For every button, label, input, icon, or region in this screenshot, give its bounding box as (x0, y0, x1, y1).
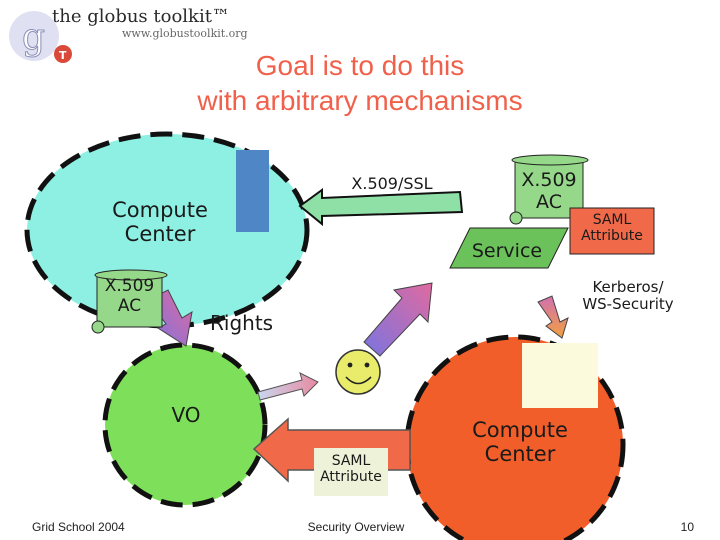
slide-title-line2: with arbitrary mechanisms (197, 85, 523, 116)
kerberos-label: Kerberos/ WS-Security (566, 278, 690, 314)
compute-center-top-line1: Compute (112, 198, 208, 222)
logo-name: the globus toolkit™ (52, 6, 230, 27)
vo-circle (102, 342, 268, 508)
vo-to-user-arrow (257, 372, 319, 401)
x509-ssl-arrow (298, 188, 464, 227)
footer-center: Security Overview (307, 520, 405, 534)
saml-attribute-bottom-box (314, 448, 388, 496)
service-shape (449, 227, 569, 269)
x509-ac-top-label: X.509 AC (515, 169, 583, 214)
kerberos-arrow (537, 295, 569, 339)
svg-text:T: T (59, 49, 67, 62)
saml-attribute-bottom-line1: SAML (331, 453, 371, 469)
saml-attribute-top-box (569, 207, 655, 255)
compute-center-top-line2: Center (124, 222, 196, 247)
x509-ssl-label: X.509/SSL (351, 174, 433, 193)
x509-ac-top-line1: X.509 (521, 169, 577, 191)
slide-title-line1: Goal is to do this (255, 50, 465, 81)
x509-ac-top-line2: AC (536, 190, 562, 213)
user-smiley-icon (335, 349, 381, 395)
yellow-card-icon (522, 343, 598, 408)
compute-center-bottom-line2: Center (484, 442, 556, 467)
compute-center-bottom-label: Compute Center (452, 418, 588, 466)
globus-logo-icon: g T (9, 11, 72, 63)
saml-attribute-top-line2: Attribute (581, 228, 643, 245)
saml-attribute-top-label: SAML Attribute (570, 212, 654, 244)
x509-ac-left-line1: X.509 (104, 276, 155, 296)
x509-ac-left-label: X.509 AC (97, 276, 162, 316)
footer-left: Grid School 2004 (32, 520, 125, 534)
blue-card-icon (236, 150, 269, 232)
rights-label: Rights (210, 311, 274, 335)
svg-text:g: g (22, 17, 45, 58)
saml-attribute-top-line1: SAML (592, 212, 632, 228)
saml-attribute-bottom-line2: Attribute (320, 469, 382, 486)
logo-url: www.globustoolkit.org (122, 27, 248, 40)
compute-center-bottom-line1: Compute (472, 418, 568, 442)
rights-arrow (363, 282, 433, 357)
kerberos-line2: WS-Security (582, 295, 674, 314)
x509-ac-left-scroll (91, 269, 168, 334)
saml-attribute-bottom-label: SAML Attribute (308, 453, 394, 485)
service-label: Service (471, 240, 543, 262)
compute-center-top-label: Compute Center (98, 198, 222, 246)
vo-label: VO (171, 403, 201, 427)
kerberos-line1: Kerberos/ (592, 278, 664, 296)
page-number: 10 (680, 520, 694, 534)
x509-ac-left-line2: AC (117, 295, 142, 316)
